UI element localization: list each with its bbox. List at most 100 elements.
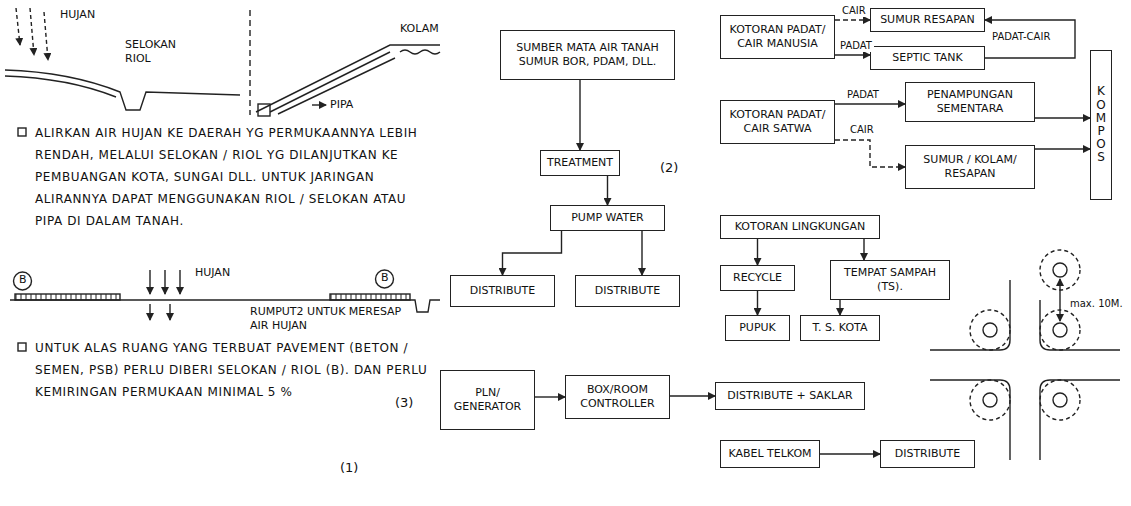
process-box: SUMUR RESAPAN: [870, 8, 985, 32]
process-box: KOTORAN PADAT/ CAIR MANUSIA: [720, 15, 835, 59]
rain-arrow: [30, 8, 34, 55]
box-text: DISTRIBUTE + SAKLAR: [727, 389, 852, 403]
label-text: (2): [660, 160, 678, 177]
box-text: KOTORAN PADAT/ CAIR SATWA: [726, 108, 829, 137]
box-text: RECYCLE: [733, 271, 782, 285]
label-text: B: [19, 273, 27, 287]
pavement: [15, 294, 120, 300]
process-box: DISTRIBUTE: [880, 440, 975, 468]
connector: [835, 103, 905, 104]
connector: [503, 231, 562, 275]
box-text: SEPTIC TANK: [892, 51, 963, 65]
box-text: T. S. KOTA: [812, 321, 867, 335]
label-text: SELOKAN RIOL: [125, 38, 185, 67]
process-box: SUMUR / KOLAM/ RESAPAN: [905, 145, 1035, 189]
box-text: PLN/ GENERATOR: [446, 386, 529, 415]
rain-arrow: [179, 270, 180, 294]
rain-arrow: [16, 8, 20, 45]
connector: [863, 239, 864, 260]
infiltration-arrow: [149, 304, 150, 320]
rain-arrow: [44, 12, 48, 60]
rain-arrow: [149, 270, 150, 294]
connector: [757, 291, 758, 315]
leader-arrow: [312, 104, 326, 105]
edge-label: CAIR: [840, 5, 868, 17]
callout-circle: [14, 272, 32, 290]
box-text: PUPUK: [739, 321, 776, 335]
box-text: KOTORAN LINGKUNGAN: [735, 220, 866, 234]
process-box: RECYCLE: [720, 265, 795, 291]
box-text: SUMBER MATA AIR TANAH SUMUR BOR, PDAM, D…: [506, 41, 669, 70]
box-text: DISTRIBUTE: [595, 284, 661, 298]
connector: [670, 395, 715, 396]
rain-arrow: [164, 270, 165, 294]
connector: [535, 396, 565, 397]
box-text: TREATMENT: [547, 156, 613, 170]
connector: [757, 239, 758, 265]
connector: [1035, 148, 1090, 149]
slope-surface: [256, 45, 440, 112]
process-box: PUMP WATER: [550, 205, 665, 231]
divider: [249, 10, 250, 115]
label-text: RUMPUT2 UNTUK MERESAP AIR HUJAN: [250, 305, 420, 334]
box-text: DISTRIBUTE: [895, 447, 961, 461]
box-text: SUMUR / KOLAM/ RESAPAN: [911, 153, 1029, 182]
process-box: BOX/ROOM CONTROLLER: [565, 375, 670, 419]
connector: [985, 20, 1075, 58]
process-box: PENAMPUNGAN SEMENTARA: [905, 82, 1035, 122]
road-curb: [1040, 380, 1120, 460]
dimension-arrow: [1059, 279, 1060, 321]
box-text: KABEL TELKOM: [728, 447, 811, 461]
pipe: [270, 52, 395, 114]
label-text: KOLAM: [400, 22, 439, 36]
connector: [820, 453, 880, 454]
edge-label: PADAT: [845, 89, 881, 101]
connector: [839, 300, 840, 315]
vertical-box: KOMPOS: [1090, 50, 1112, 200]
connector: [1035, 117, 1090, 118]
process-box: KABEL TELKOM: [720, 440, 820, 468]
label-text: (1): [340, 460, 358, 477]
pavement: [330, 294, 410, 300]
process-box: KOTORAN LINGKUNGAN: [720, 215, 880, 239]
process-box: DISTRIBUTE + SAKLAR: [715, 382, 865, 410]
label-text: B: [381, 271, 389, 285]
drain-inlet: [258, 104, 270, 116]
process-box: T. S. KOTA: [800, 315, 880, 341]
box-text: TEMPAT SAMPAH (TS).: [836, 266, 944, 295]
edge-label: PADAT-CAIR: [990, 31, 1052, 43]
process-box: PUPUK: [725, 315, 790, 341]
process-box: KOTORAN PADAT/ CAIR SATWA: [720, 100, 835, 144]
process-box: TREATMENT: [540, 150, 620, 176]
box-text: SUMUR RESAPAN: [880, 13, 975, 27]
process-box: DISTRIBUTE: [450, 275, 555, 307]
bullet: [18, 343, 26, 351]
box-text: KOTORAN PADAT/ CAIR MANUSIA: [726, 23, 829, 52]
connector: [835, 140, 905, 167]
process-box: TEMPAT SAMPAH (TS).: [830, 260, 950, 300]
drain-channel: [410, 300, 440, 312]
process-box: DISTRIBUTE: [575, 275, 680, 307]
connector: [579, 80, 580, 150]
bullet: [18, 128, 26, 136]
label-text: PIPA: [330, 98, 353, 112]
ground-surface: [5, 70, 240, 110]
label-text: (3): [395, 395, 413, 412]
note-text: ALIRKAN AIR HUJAN KE DAERAH YG PERMUKAAN…: [35, 122, 435, 232]
label-text: max. 10M.: [1070, 297, 1123, 310]
connector: [835, 54, 870, 55]
edge-label: CAIR: [848, 124, 876, 136]
pond-water: [400, 50, 440, 54]
callout-circle: [376, 270, 394, 288]
connector: [641, 231, 642, 275]
box-text: BOX/ROOM CONTROLLER: [571, 383, 664, 412]
box-text: PENAMPUNGAN SEMENTARA: [911, 88, 1029, 117]
connector: [607, 176, 608, 205]
edge-label: PADAT: [838, 40, 874, 52]
box-text: KOMPOS: [1095, 85, 1107, 164]
connector: [835, 19, 870, 20]
process-box: PLN/ GENERATOR: [440, 370, 535, 430]
infiltration-arrow: [169, 304, 170, 320]
label-text: HUJAN: [60, 8, 95, 22]
